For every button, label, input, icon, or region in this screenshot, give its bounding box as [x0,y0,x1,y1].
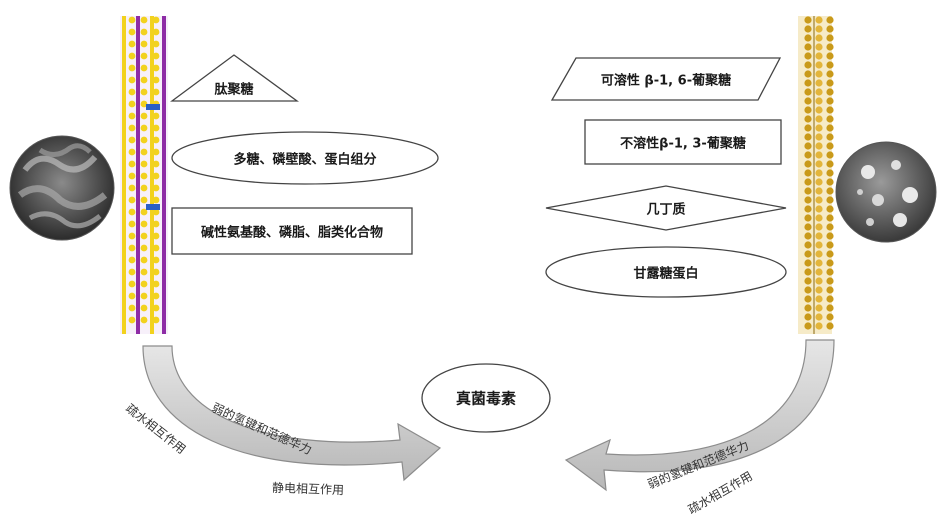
toxin-label: 真菌毒素 [455,389,517,408]
peptidoglycan-label: 肽聚糖 [214,82,254,98]
peptidoglycan-shape [170,54,299,102]
basic-amino-label: 碱性氨基酸、磷脂、脂类化合物 [200,225,384,241]
bacterial-cell-wall [120,16,168,334]
basic-amino-shape [171,207,413,255]
insoluble-glucan-shape [584,119,782,165]
left-curved-arrow [142,345,442,482]
insoluble-glucan-label: 不溶性β-1, 3-葡聚糖 [620,136,746,152]
polysaccharide-label: 多糖、磷壁酸、蛋白组分 [233,152,377,168]
soluble-glucan-label: 可溶性 β-1, 6-葡聚糖 [600,73,732,89]
yeast-cell-image [835,141,937,243]
bacteria-cell-image [9,135,115,241]
soluble-glucan-shape [550,57,782,101]
fungal-cell-wall [798,16,834,334]
mannoprotein-shape [545,246,787,298]
chitin-label: 几丁质 [646,202,686,218]
polysaccharide-shape [171,131,439,185]
left-electrostatic-label: 静电相互作用 [271,480,345,498]
toxin-shape [421,363,551,433]
right-curved-arrow [564,339,835,492]
chitin-shape [545,185,787,231]
mannoprotein-label: 甘露糖蛋白 [633,266,699,282]
